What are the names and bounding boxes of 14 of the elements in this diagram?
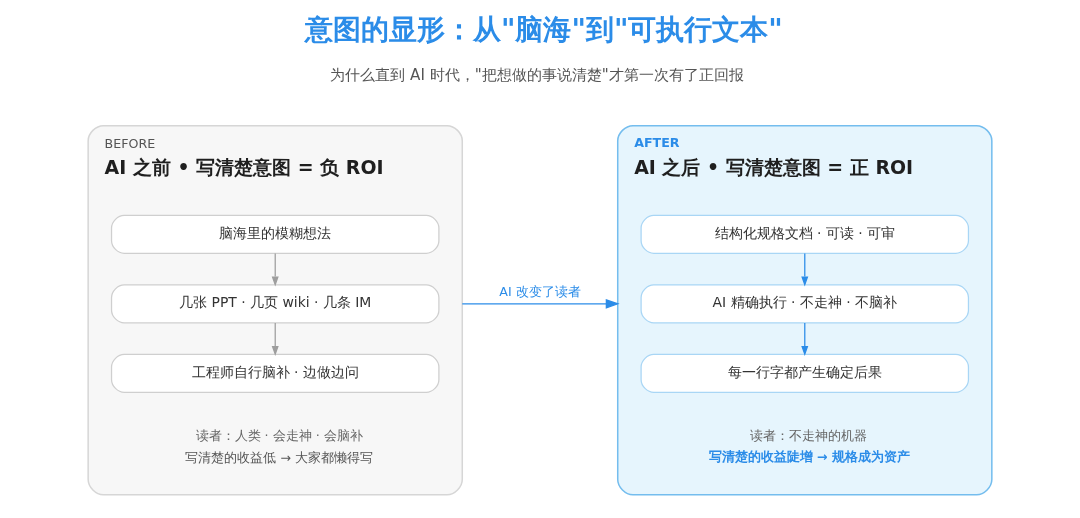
arrow xyxy=(461,299,620,309)
arrow xyxy=(271,252,279,287)
node-box: 几张 PPT · 几页 wiki · 几条 IM xyxy=(110,284,440,324)
node-box: 每一行字都产生确定后果 xyxy=(640,353,970,393)
arrow xyxy=(271,322,279,357)
node-box: 脑海里的模糊想法 xyxy=(110,214,440,254)
label: 为什么直到 AI 时代，"把想做的事说清楚"才第一次有了正回报 xyxy=(330,66,744,85)
node-box: 工程师自行脑补 · 边做边问 xyxy=(110,353,440,393)
arrow xyxy=(801,252,809,287)
diagram-title: 意图的显形：从"脑海"到"可执行文本" xyxy=(304,13,783,47)
edge-label: AI 改变了读者 xyxy=(499,284,581,300)
node-box: 结构化规格文档 · 可读 · 可审 xyxy=(640,214,970,254)
arrow xyxy=(801,322,809,357)
node-box: AI 精确执行 · 不走神 · 不脑补 xyxy=(640,284,970,324)
